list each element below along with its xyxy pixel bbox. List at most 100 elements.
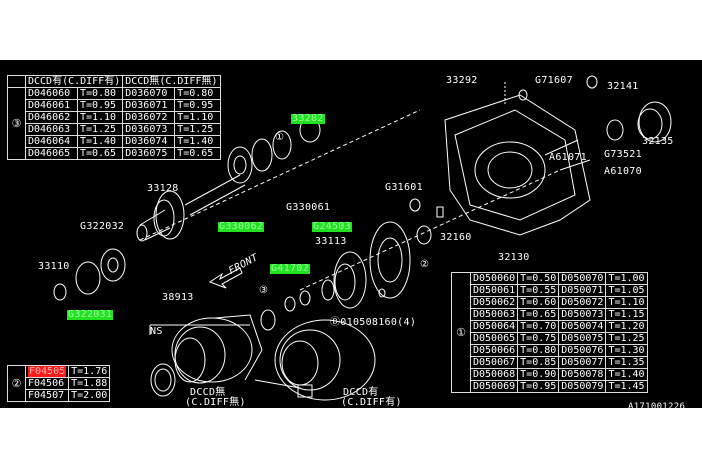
thickness: T=1.20: [605, 320, 648, 333]
thickness: T=1.25: [605, 332, 648, 345]
label-G24503[interactable]: G24503: [312, 221, 352, 232]
thickness: T=1.00: [605, 272, 648, 285]
part-number: D050068: [469, 368, 519, 381]
label-32130[interactable]: 32130: [498, 252, 530, 263]
label-G322032[interactable]: G322032: [80, 221, 125, 232]
part-number: D046060: [25, 87, 78, 100]
part-number-highlighted[interactable]: F04505: [24, 365, 70, 378]
o-ring: [416, 225, 432, 245]
label-33110[interactable]: 33110: [38, 261, 70, 272]
ns-bracket: [149, 324, 250, 335]
label-G322031[interactable]: G322031: [67, 309, 114, 320]
part-number: D036071: [122, 99, 176, 112]
label-G71607[interactable]: G71607: [535, 75, 573, 86]
thickness: T=0.80: [174, 87, 221, 100]
thickness: T=1.35: [605, 356, 648, 369]
thickness: T=0.70: [517, 320, 560, 333]
part-number: D050067: [469, 356, 519, 369]
thickness: T=0.80: [76, 87, 124, 100]
thickness: T=0.50: [517, 272, 560, 285]
part-number: D046061: [25, 99, 78, 112]
cover-G24503: [369, 221, 411, 299]
axis-line-upper: [139, 109, 421, 241]
label-38913[interactable]: 38913: [162, 292, 194, 303]
part-number: D036073: [122, 123, 176, 136]
label-B010508160[interactable]: Ⓑ010508160(4): [330, 317, 417, 328]
thickness: T=1.40: [605, 368, 648, 381]
needle-bearing-G41702-b: [284, 296, 296, 312]
label-G73521[interactable]: G73521: [604, 149, 642, 160]
bolt-010508160: [378, 288, 386, 298]
plug-32141: [586, 75, 598, 89]
label-33113[interactable]: 33113: [315, 236, 347, 247]
part-number: D050065: [469, 332, 519, 345]
thickness: T=1.10: [174, 111, 221, 124]
part-number: D036074: [122, 135, 176, 148]
part-number: D046065: [25, 147, 78, 160]
bearing-G322032: [100, 248, 126, 282]
shim-3: [260, 309, 276, 331]
bearing-G330062: [227, 146, 253, 184]
marker-2: ②: [420, 259, 430, 270]
thickness: T=1.15: [605, 308, 648, 321]
part-number: D050064: [469, 320, 519, 333]
part-number: D046062: [25, 111, 78, 124]
label-32135[interactable]: 32135: [642, 136, 674, 147]
part-number: D050076: [558, 344, 607, 357]
part-number: D050060: [469, 272, 519, 285]
part-number: D050071: [558, 284, 607, 297]
thickness: T=1.10: [605, 296, 648, 309]
label-32141[interactable]: 32141: [607, 81, 639, 92]
seal-G322031: [75, 261, 101, 295]
thickness: T=1.30: [605, 344, 648, 357]
thickness: T=1.25: [174, 123, 221, 136]
label-G330061[interactable]: G330061: [286, 202, 331, 213]
thickness: T=0.95: [76, 99, 124, 112]
exploded-drawing: [53, 75, 672, 401]
label-cdiff-with: (C.DIFF有): [341, 397, 402, 408]
part-number: D050079: [558, 380, 607, 393]
thickness: T=1.40: [174, 135, 221, 148]
label-A61071[interactable]: A61071: [549, 152, 587, 163]
part-number: D050061: [469, 284, 519, 297]
marker-1: ①: [275, 132, 285, 143]
label-NS: NS: [150, 326, 163, 337]
thickness: T=0.60: [517, 296, 560, 309]
needle-bearing-G41702-a: [299, 290, 311, 306]
thickness: T=1.45: [605, 380, 648, 393]
label-33282[interactable]: 33282: [291, 113, 325, 124]
label-33292[interactable]: 33292: [446, 75, 478, 86]
table3-marker: ③: [7, 87, 26, 160]
label-G41702[interactable]: G41702: [270, 263, 310, 274]
plug-G31601: [409, 198, 421, 212]
gasket-G71607: [518, 89, 528, 101]
part-number: D050075: [558, 332, 607, 345]
part-number: D050074: [558, 320, 607, 333]
part-number: D050078: [558, 368, 607, 381]
thickness: T=0.80: [517, 344, 560, 357]
label-32160[interactable]: 32160: [440, 232, 472, 243]
table3-header-without: DCCD無(C.DIFF無): [122, 75, 221, 88]
label-G31601[interactable]: G31601: [385, 182, 423, 193]
thickness: T=1.25: [76, 123, 124, 136]
thickness: T=1.05: [605, 284, 648, 297]
part-number: D050069: [469, 380, 519, 393]
part-number: D036072: [122, 111, 176, 124]
part-number: D046064: [25, 135, 78, 148]
table1-marker: ①: [451, 272, 471, 393]
part-number: F04507: [24, 389, 70, 402]
oil-seal-G73521: [606, 119, 624, 141]
label-G330062[interactable]: G330062: [218, 221, 265, 232]
thickness: T=0.55: [517, 284, 560, 297]
thickness: T=0.95: [174, 99, 221, 112]
part-number: D050062: [469, 296, 519, 309]
label-A61070[interactable]: A61070: [604, 166, 642, 177]
label-33128[interactable]: 33128: [147, 183, 179, 194]
bolt-A61070: [559, 159, 591, 171]
thickness: T=1.88: [68, 377, 111, 390]
label-dccd-none: DCCD無: [190, 387, 226, 398]
thickness: T=1.40: [76, 135, 124, 148]
thickness: T=1.76: [68, 365, 111, 378]
thickness: T=2.00: [68, 389, 111, 402]
